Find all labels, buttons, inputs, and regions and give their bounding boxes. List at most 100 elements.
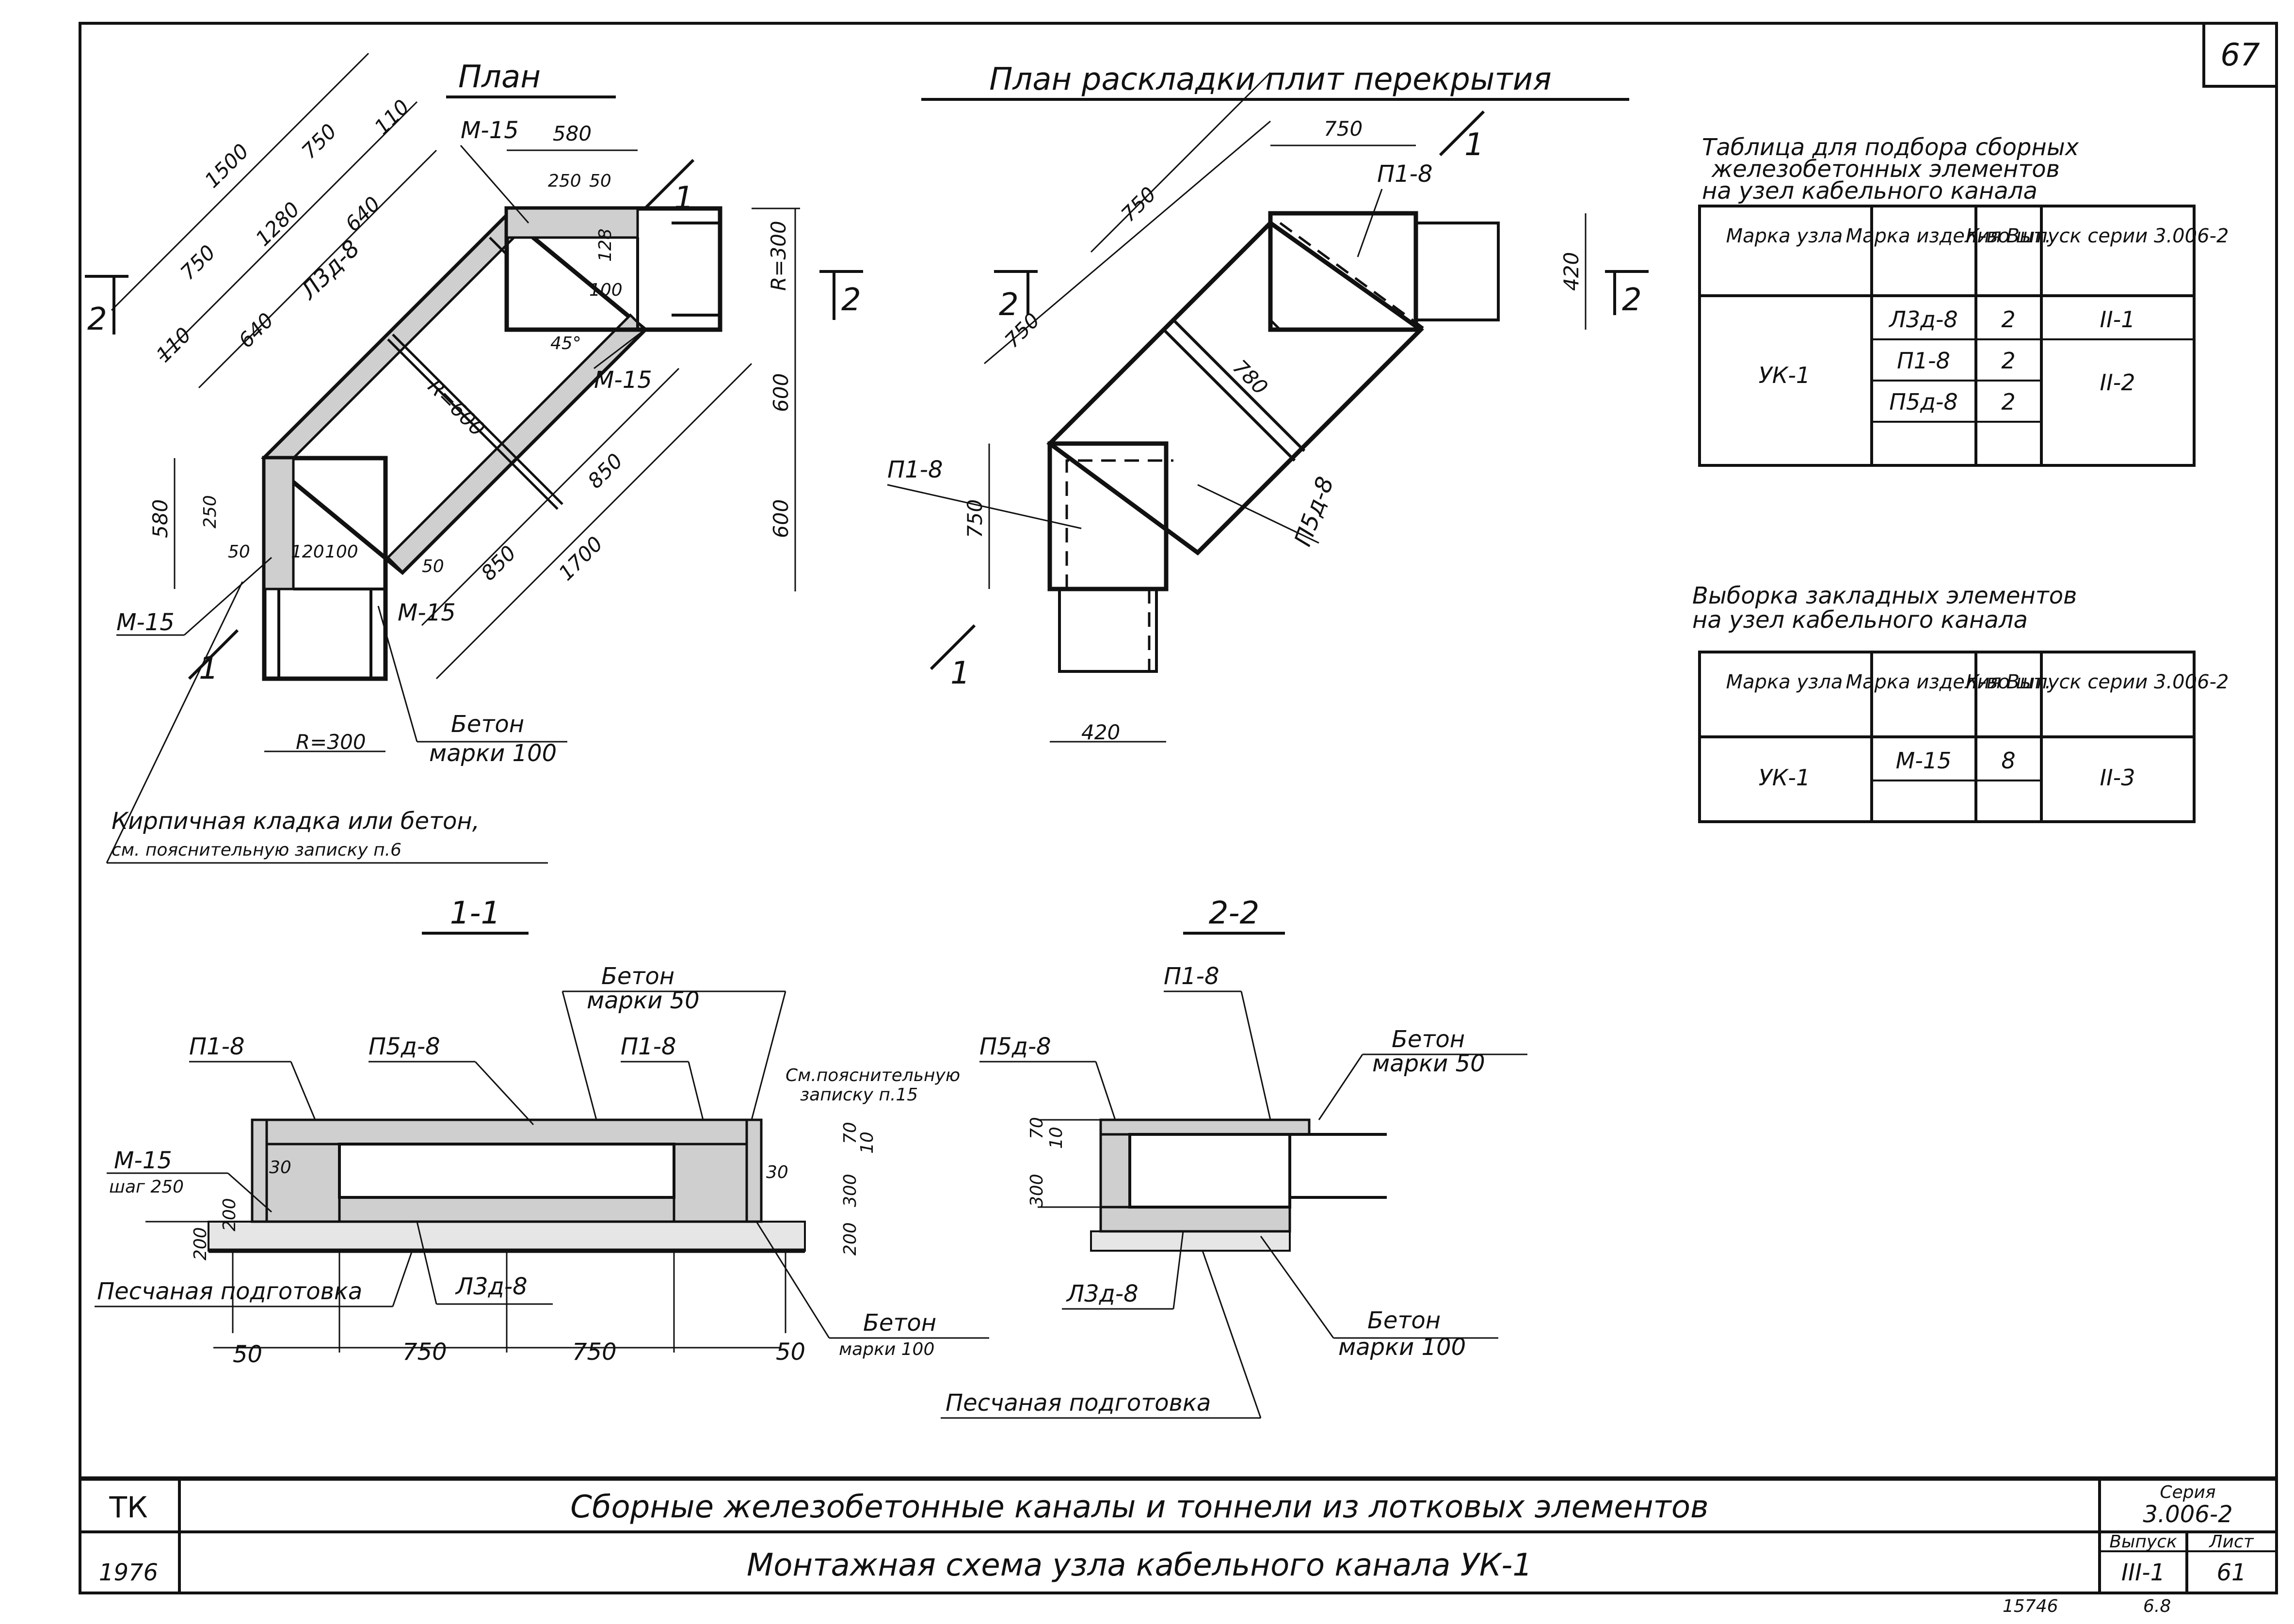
table1-header-issue: Выпуск серии 3.006-2 (2006, 225, 2229, 247)
section1-dim-50-right: 50 (776, 1338, 805, 1366)
table1-row1-item: Л3д-8 (1888, 306, 1958, 333)
layout-section-1a: 1 (1464, 127, 1484, 163)
plan-label-concrete-grade: марки 100 (429, 740, 557, 767)
section-2-2: 2-2 П1-8 П5д-8 Бетон марки 50 Л3д-8 Бето… (941, 895, 1527, 1419)
plan-dim-1700: 1700 (554, 532, 607, 585)
plan-dim-600b: 600 (769, 499, 793, 538)
table1-header-item: Марка изделия (1846, 225, 2002, 247)
table2-header-issue: Выпуск серии 3.006-2 (2006, 671, 2229, 693)
section1-label-l3d8: Л3д-8 (455, 1273, 528, 1300)
table1-row1-issue: II-1 (2100, 306, 2135, 333)
plan-dim-250: 250 (548, 171, 581, 191)
plan-dim-580: 580 (553, 122, 592, 145)
layout-section-2a: 2 (999, 287, 1019, 323)
table1-title-1: Таблица для подбора сборных (1702, 134, 2079, 161)
sheet-number-box (2202, 22, 2278, 88)
table2-row1-issue: II-3 (2100, 764, 2135, 791)
table1-title-2: железобетонных элементов (1711, 156, 2060, 183)
title-block-line1: Сборные железобетонные каналы и тоннели … (570, 1489, 1708, 1525)
footer-number-left: 15746 (2003, 1596, 2058, 1616)
table1-header-node: Марка узла (1726, 225, 1843, 247)
section2-label-sand: Песчаная подготовка (946, 1389, 1211, 1417)
plan-dim-1280: 1280 (251, 197, 304, 251)
table2-title-1: Выборка закладных элементов (1692, 582, 2077, 609)
table2-node: УК-1 (1759, 764, 1811, 791)
section1-label-sand: Песчаная подготовка (97, 1278, 362, 1305)
title-block-sheet-label: Лист (2208, 1532, 2254, 1552)
table1-row3-item: П5д-8 (1889, 389, 1958, 415)
title-block-issue: III-1 (2121, 1559, 2165, 1586)
layout-plan-title: План раскладки плит перекрытия (989, 62, 1551, 97)
layout-dim-780: 780 (1228, 355, 1272, 399)
section2-label-concrete-top: Бетон (1392, 1026, 1465, 1053)
plan-label-concrete: Бетон (451, 711, 524, 738)
section1-dim-200-b: 200 (191, 1227, 210, 1260)
sheet-frame (79, 22, 2278, 1594)
table1-row2-qty: 2 (2001, 348, 2015, 374)
title-block-series: 3.006-2 (2143, 1501, 2232, 1528)
section1-label-concrete-top: Бетон (601, 963, 674, 990)
plan-section-2a: 2 (87, 302, 107, 337)
section1-dim-200-a: 200 (220, 1198, 240, 1231)
layout-label-p5: П5д-8 (1289, 473, 1339, 550)
plan-dim-100: 100 (589, 280, 623, 300)
plan-dim-r300-bot: R=300 (296, 730, 366, 754)
plan-dim-128: 128 (595, 228, 615, 262)
title-block-issue-label: Выпуск (2109, 1532, 2177, 1552)
footer-number-right: 6.8 (2143, 1596, 2171, 1616)
plan-label-m15-bottom: M-15 (398, 599, 456, 626)
plan-dim-250-left: 250 (200, 495, 220, 528)
section2-label-concrete-bot: Бетон (1367, 1307, 1441, 1334)
table1-row2-item: П1-8 (1897, 348, 1950, 374)
layout-dim-420-right: 420 (1559, 252, 1583, 291)
section2-label-l3d8: Л3д-8 (1066, 1280, 1139, 1307)
plan-label-m15-right: M-15 (594, 366, 652, 394)
plan-dim-640a: 640 (340, 192, 385, 236)
table2-header-node: Марка узла (1726, 671, 1843, 693)
section2-title: 2-2 (1209, 895, 1260, 931)
table1-row3-qty: 2 (2001, 389, 2015, 415)
section1-note-2: записку п.15 (800, 1085, 918, 1105)
table2-title-2: на узел кабельного канала (1692, 606, 2028, 634)
section2-dim-300: 300 (1027, 1174, 1047, 1207)
table2-header-qty: К-во шт. (1966, 671, 2051, 693)
section2-label-p1: П1-8 (1164, 963, 1219, 990)
title-block-org: ТК (109, 1491, 147, 1525)
plan-dim-1500: 1500 (200, 139, 253, 192)
plan-dim-850b: 850 (476, 541, 520, 585)
plan-dim-750a: 750 (297, 119, 341, 163)
table1-row1-qty: 2 (2001, 306, 2015, 333)
section1-dim-750-b: 750 (572, 1338, 617, 1366)
plan-label-m15-left: M-15 (116, 609, 175, 636)
plan-dim-120: 120 (291, 542, 324, 562)
table1-title-3: на узел кабельного канала (1702, 177, 2037, 205)
plan-section-2b: 2 (841, 282, 861, 318)
section1-label-concrete-bot: Бетон (863, 1309, 936, 1337)
layout-dim-750-top: 750 (1324, 117, 1363, 141)
plan-dim-45: 45° (550, 334, 581, 353)
plan-label-l3d8: Л3д-8 (294, 235, 365, 305)
plan-dim-50: 50 (589, 171, 611, 191)
plan-dim-600a: 600 (769, 373, 793, 412)
table1-row2-issue: II-2 (2100, 369, 2135, 396)
section1-dim-300: 300 (840, 1174, 860, 1207)
title-block: ТК 1976 Сборные железобетонные каналы и … (80, 1476, 2277, 1593)
plan-view: План 1500 750 110 1280 (85, 52, 863, 864)
section1-dim-50-left: 50 (233, 1341, 262, 1368)
title-block-sheet: 61 (2216, 1559, 2246, 1586)
section1-label-step: шаг 250 (109, 1177, 184, 1197)
plan-note-brick-1: Кирпичная кладка или бетон, (112, 808, 480, 835)
plan-title: План (458, 59, 541, 95)
section1-dim-10: 10 (857, 1131, 877, 1154)
plan-dim-r600: R=600 (423, 374, 490, 441)
section1-dim-200-right: 200 (840, 1222, 860, 1256)
table-embedded-elements: Выборка закладных элементов на узел кабе… (1692, 582, 2229, 823)
section1-label-p5: П5д-8 (369, 1033, 440, 1060)
section2-dim-70: 70 (1027, 1117, 1047, 1139)
table2-row1-qty: 8 (2001, 748, 2015, 774)
layout-section-1b: 1 (950, 655, 970, 691)
table1-header-qty: К-во шт. (1966, 225, 2051, 247)
title-block-series-label: Серия (2160, 1482, 2215, 1502)
section1-dim-30-left: 30 (269, 1158, 291, 1178)
section1-title: 1-1 (450, 895, 501, 931)
